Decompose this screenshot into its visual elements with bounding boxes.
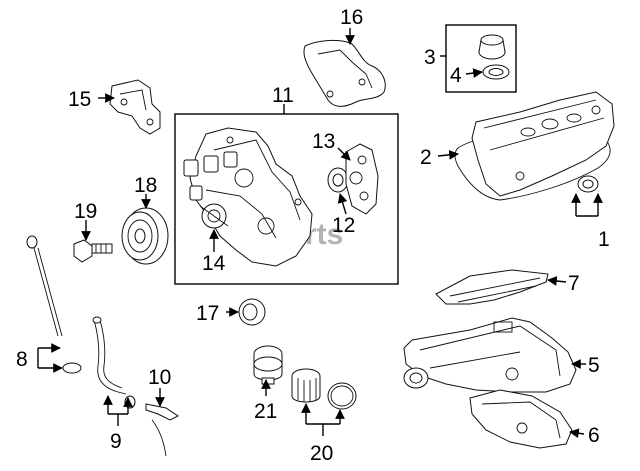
part-17-oil-seal: [238, 298, 266, 326]
part-15-bracket: [109, 79, 161, 135]
part-1-grommet: [577, 175, 599, 193]
part-10-tube-bracket: [145, 403, 179, 457]
part-13-water-pump-gasket: [345, 143, 379, 215]
part-20-oil-filter: [291, 368, 321, 403]
callout-12: 12: [332, 214, 355, 237]
callout-8: 8: [16, 348, 28, 371]
callout-6: 6: [588, 424, 600, 447]
callout-3: 3: [424, 46, 436, 69]
callout-4: 4: [450, 64, 462, 87]
callout-18: 18: [134, 174, 157, 197]
callout-15: 15: [68, 88, 91, 111]
part-4-cap-gasket: [482, 64, 510, 80]
oil-cap-group-box: [445, 24, 517, 93]
part-7-baffle-plate: [435, 269, 549, 305]
callout-7: 7: [568, 272, 580, 295]
part-16-timing-cover-upper: [303, 39, 386, 107]
part-11-timing-chain-cover: [183, 127, 313, 267]
callout-11: 11: [272, 84, 294, 107]
part-12-seal: [327, 167, 349, 193]
callout-10: 10: [148, 366, 171, 389]
callout-2: 2: [420, 146, 432, 169]
callout-1: 1: [598, 228, 610, 251]
part-6-oil-pan-lower: [469, 389, 573, 449]
part-5-oil-pan-upper: [403, 317, 577, 393]
part-3-oil-filler-cap: [478, 34, 506, 60]
leader-lines: [37, 28, 603, 439]
part-1-valve-cover: [471, 91, 615, 197]
part-20-o-ring: [327, 382, 357, 410]
part-19-pulley-bolt: [73, 239, 113, 263]
part-14-water-pump: [199, 203, 229, 229]
callout-9: 9: [110, 430, 122, 453]
callout-labels: 1 2 3 4 5 6 7 8 9 10 11 12 13 14 15 16 1…: [16, 6, 610, 465]
engine-front-group-box: [174, 113, 399, 285]
part-8-dipstick: [26, 235, 82, 374]
part-18-crankshaft-pulley: [121, 207, 169, 265]
callout-5: 5: [588, 354, 600, 377]
callout-14: 14: [202, 252, 226, 275]
callout-17: 17: [196, 302, 219, 325]
callout-16: 16: [340, 6, 363, 29]
callout-20: 20: [310, 442, 333, 465]
callout-13: 13: [312, 130, 335, 153]
part-9-dipstick-tube: [92, 316, 136, 409]
callout-21: 21: [254, 400, 277, 423]
callout-19: 19: [74, 200, 97, 223]
part-21-filter-cap: [253, 345, 283, 385]
